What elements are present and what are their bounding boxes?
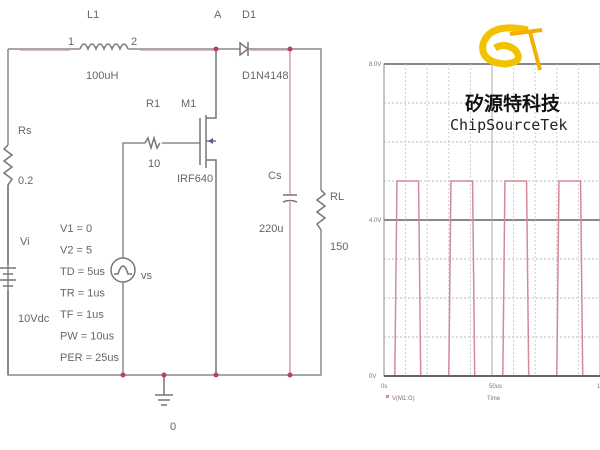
rs-name: Rs: [18, 125, 32, 137]
ground-icon: [155, 375, 173, 406]
waveform-chart: 0s 50us 100us 0V 4.0V 8.0V Time V(M1:G): [369, 62, 600, 402]
l1-value: 100uH: [86, 70, 118, 82]
ground-label: 0: [170, 421, 176, 433]
x-tick-label: 50us: [489, 384, 502, 390]
gate-wire: [122, 142, 200, 375]
pulse-param: V1 = 0: [60, 223, 92, 235]
pulse-param: TF = 1us: [60, 309, 104, 321]
vi-name: Vi: [20, 236, 30, 248]
node: [161, 372, 167, 378]
battery-vi: [0, 267, 16, 375]
x-axis-label: Time: [487, 396, 501, 402]
vs-name: vs: [141, 270, 153, 282]
l1-name: L1: [87, 9, 99, 21]
series-line: [384, 180, 600, 377]
pulse-param: PW = 10us: [60, 331, 115, 343]
diode-d1: [239, 41, 250, 57]
cs-value: 220u: [259, 223, 283, 235]
vi-value: 10Vdc: [18, 313, 50, 325]
rl-name: RL: [330, 191, 344, 203]
pulse-param: PER = 25us: [60, 352, 120, 364]
l1-pin2: 2: [131, 36, 137, 48]
logo: 矽源特科技 ChipSourceTek: [450, 24, 567, 134]
m1-model: IRF640: [177, 173, 213, 185]
l1-pin1: 1: [68, 36, 74, 48]
x-tick-label: 100us: [597, 384, 600, 390]
d1-model: D1N4148: [242, 70, 288, 82]
pulse-source-vs: [110, 257, 136, 283]
d1-name: D1: [242, 9, 256, 21]
node: [287, 46, 293, 52]
inductor-l1: [79, 43, 129, 52]
mosfet-m1: [199, 49, 217, 375]
logo-cn: 矽源特科技: [465, 92, 561, 115]
circuit: [0, 41, 327, 406]
cs-name: Cs: [268, 170, 282, 182]
y-tick-label: 4.0V: [369, 218, 381, 224]
rl-value: 150: [330, 241, 348, 253]
m1-name: M1: [181, 98, 196, 110]
r1-name: R1: [146, 98, 160, 110]
y-tick-label: 8.0V: [369, 62, 381, 68]
pulse-param: TD = 5us: [60, 266, 105, 278]
r1-value: 10: [148, 158, 160, 170]
legend-swatch: [386, 395, 389, 398]
x-tick-label: 0s: [381, 384, 387, 390]
resistor-rl: [315, 189, 327, 231]
capacitor-cs: [282, 194, 298, 203]
resistor-rs: [2, 144, 14, 265]
logo-mark-icon: [479, 24, 529, 68]
pulse-param: TR = 1us: [60, 288, 105, 300]
y-tick-label: 0V: [369, 374, 376, 380]
logo-t-icon: [509, 28, 543, 71]
resistor-r1: [144, 135, 161, 151]
mosfet-arrow-icon: [208, 138, 213, 144]
pulse-icon: [114, 265, 132, 275]
logo-en: ChipSourceTek: [450, 116, 567, 134]
wire: [7, 48, 322, 376]
node-a: [213, 46, 219, 52]
rs-value: 0.2: [18, 175, 33, 187]
node-a-label: A: [214, 9, 222, 21]
pulse-param: V2 = 5: [60, 245, 92, 257]
pulse-params: V1 = 0 V2 = 5 TD = 5us TR = 1us TF = 1us PW =…: [60, 223, 120, 364]
circuit-labels: L1 1 2 100uH A D1 D1N4148 Rs 0.2 Vi 10Vd…: [18, 9, 348, 433]
node: [120, 372, 126, 378]
legend-label: V(M1:G): [392, 396, 415, 402]
node: [287, 372, 293, 378]
node: [213, 372, 219, 378]
